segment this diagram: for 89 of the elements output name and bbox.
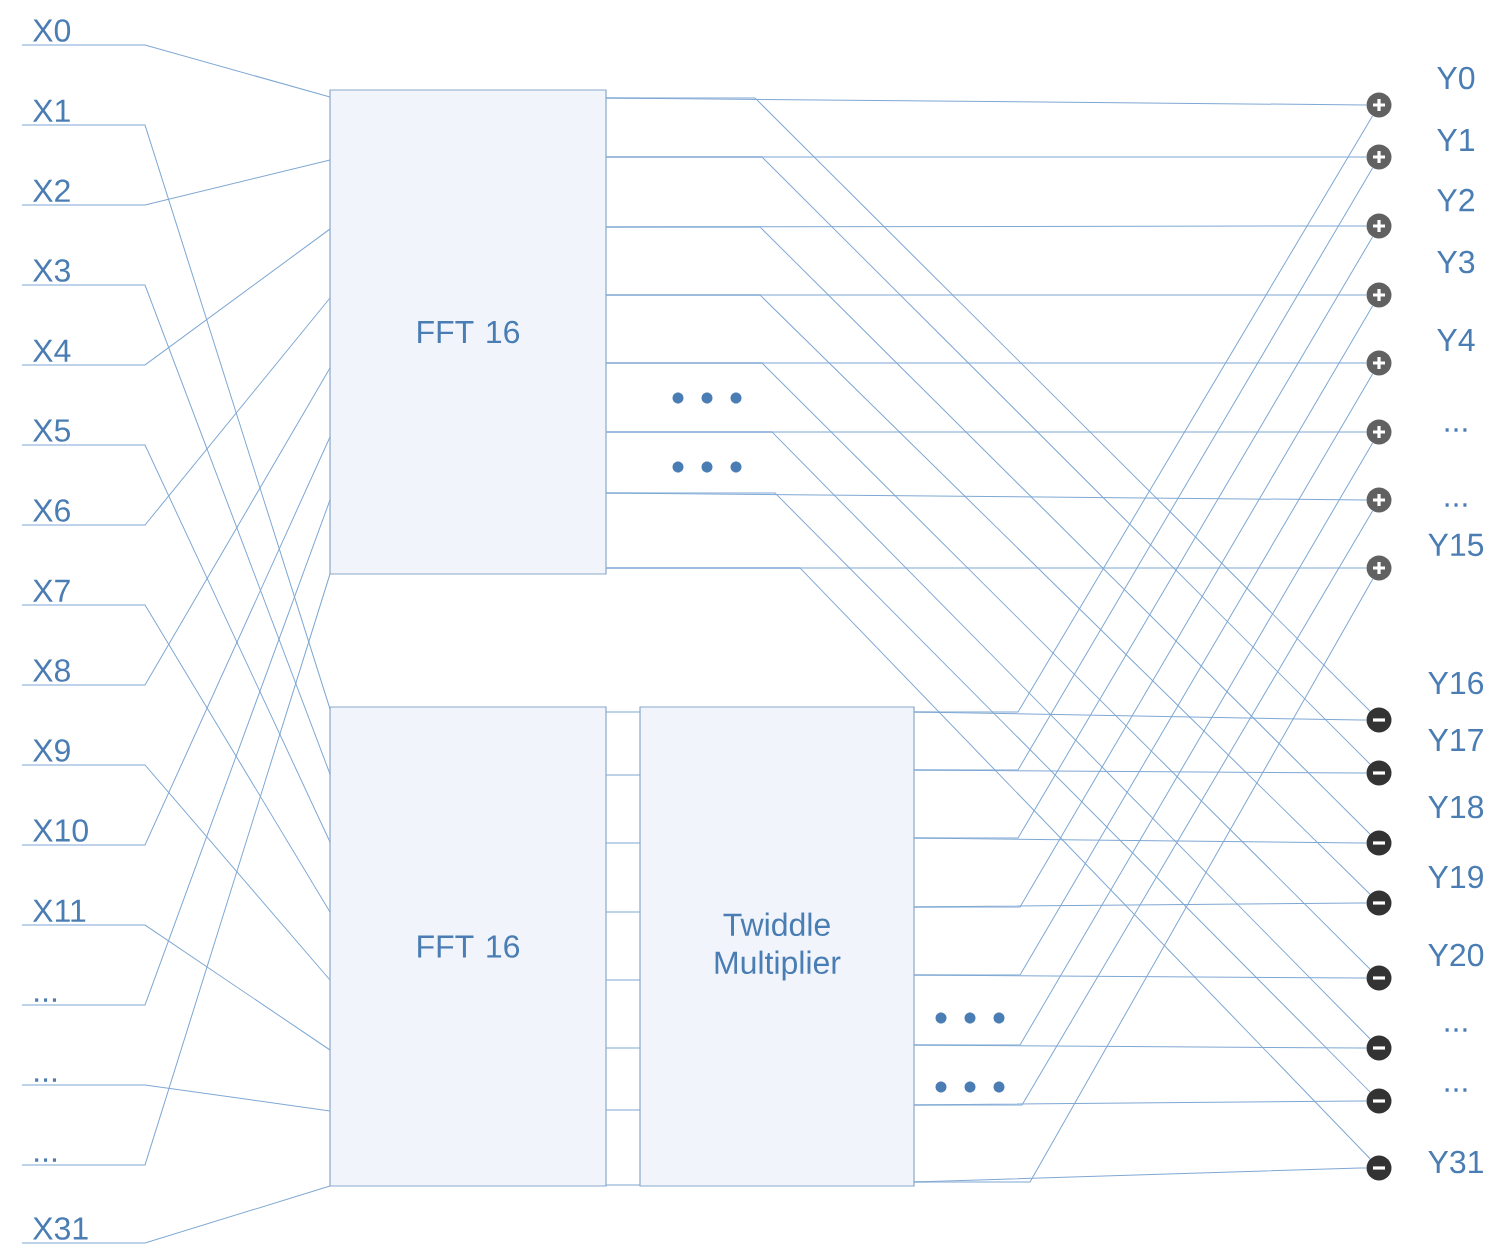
connector-line [605,774,641,776]
minus-circle [1366,965,1392,991]
connector-line [21,924,331,1051]
minus-circle [1366,830,1392,856]
input-label: X1 [32,99,70,122]
minus-circle [1366,760,1392,786]
connector-line [605,1047,641,1049]
input-label: X9 [32,739,70,762]
connector-line [21,367,331,686]
output-label: ... [1445,1028,1467,1032]
output-label: ... [1445,1088,1467,1092]
connector-line [913,442,1374,1046]
connector-line [913,305,1374,908]
connector-line [21,764,331,981]
connector-line [21,124,331,710]
connector-line [605,492,1371,1093]
input-label: X11 [32,899,86,922]
connector-line [21,284,331,775]
connector-line [21,604,331,913]
output-label: Y19 [1428,865,1483,889]
plus-circle [1366,282,1392,308]
output-label: Y1 [1437,129,1474,151]
input-label: X3 [32,259,70,282]
connector-line [21,1185,331,1244]
connector-line [605,226,1371,835]
connector-line [605,97,1371,712]
input-label: X5 [32,419,70,442]
connector-line [605,431,1371,1040]
process-box: FFT 16 [329,89,607,575]
plus-circle [1366,350,1392,376]
connector-line [605,979,641,981]
connector-line [605,842,641,844]
output-label: Y20 [1428,943,1484,967]
connector-line [605,911,641,913]
plus-circle [1366,92,1392,118]
connector-line [913,510,1374,1106]
process-box: Twiddle Multiplier [639,706,915,1187]
input-label: X7 [32,579,70,602]
process-box: FFT 16 [329,706,607,1187]
connector-line [605,156,1371,765]
output-label: Y2 [1437,188,1474,212]
plus-circle [1366,487,1392,513]
output-label: Y15 [1428,533,1484,557]
plus-circle [1366,213,1392,239]
connector-line [913,236,1374,839]
minus-circle [1366,1088,1392,1114]
input-label: X2 [32,179,70,202]
connector-line [913,373,1374,976]
connector-line [605,567,1371,1160]
output-label: ... [1445,428,1467,432]
connector-line [913,115,1373,713]
connector-line [21,499,331,1006]
output-label: Y17 [1428,729,1483,751]
input-label: X4 [32,339,71,362]
connector-line [605,294,1371,895]
plus-circle [1366,555,1392,581]
input-label: X0 [32,19,71,42]
input-label: ... [35,998,56,1002]
connector-line [21,228,331,366]
output-label: Y3 [1437,250,1475,274]
plus-circle [1366,144,1392,170]
input-label: X10 [32,819,88,842]
minus-circle [1366,1035,1392,1061]
input-label: X8 [32,659,70,682]
output-label: Y18 [1428,795,1484,819]
input-label: X31 [32,1217,88,1240]
output-label: Y0 [1437,66,1475,90]
output-label: Y4 [1437,329,1475,351]
output-label: Y31 [1428,1150,1483,1174]
connector-line [605,1109,641,1111]
connector-line [21,159,331,206]
connector-line [21,573,331,1166]
connector-line [605,711,641,713]
connector-line [21,297,331,526]
input-label: ... [35,1158,56,1162]
connector-line [21,44,331,98]
connector-line [605,1184,641,1186]
minus-circle [1366,707,1392,733]
connector-line [913,578,1374,1183]
plus-circle [1366,419,1392,445]
connector-line [913,167,1374,771]
output-label: Y16 [1428,671,1484,695]
connector-line [21,1084,331,1112]
input-label: ... [35,1078,56,1082]
output-label: ... [1445,503,1467,507]
minus-circle [1366,1155,1392,1181]
connector-line [605,362,1371,970]
input-label: X6 [32,499,70,522]
minus-circle [1366,890,1392,916]
